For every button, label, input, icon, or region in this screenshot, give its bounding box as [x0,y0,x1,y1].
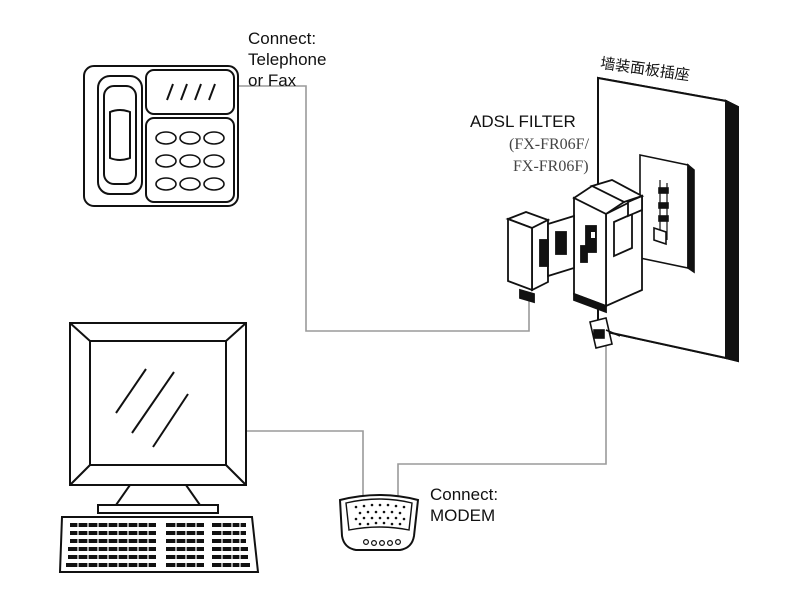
cable-modem-to-wall [397,338,607,497]
cable-computer-to-modem [246,430,364,500]
filter-model-line1: (FX-FR06F/ [509,136,590,153]
keyboard-keys [66,523,250,567]
modem-vents [354,503,406,526]
filter-title: ADSL FILTER [470,112,576,131]
adsl-filter-splitter [572,179,645,314]
telephone [83,65,239,207]
cables [238,85,607,500]
modem-label-line1: Connect: [430,485,499,504]
filter-model-line2: FX-FR06F) [513,158,589,175]
adsl-filter-plug [505,211,575,304]
telephone-label-line3: or Fax [248,71,297,90]
telephone-keypad [155,131,225,191]
rj11-plug-wall [589,317,621,349]
modem-status-lights [363,538,402,546]
modem-label-line2: MODEM [430,506,496,525]
modem [338,494,420,551]
computer-monitor [69,322,247,514]
keyboard [58,516,260,573]
cable-telephone-to-filter [238,85,530,332]
telephone-label-line2: Telephone [248,50,327,69]
telephone-label-line1: Connect: [248,29,317,48]
wall-socket-outlet [639,154,695,274]
